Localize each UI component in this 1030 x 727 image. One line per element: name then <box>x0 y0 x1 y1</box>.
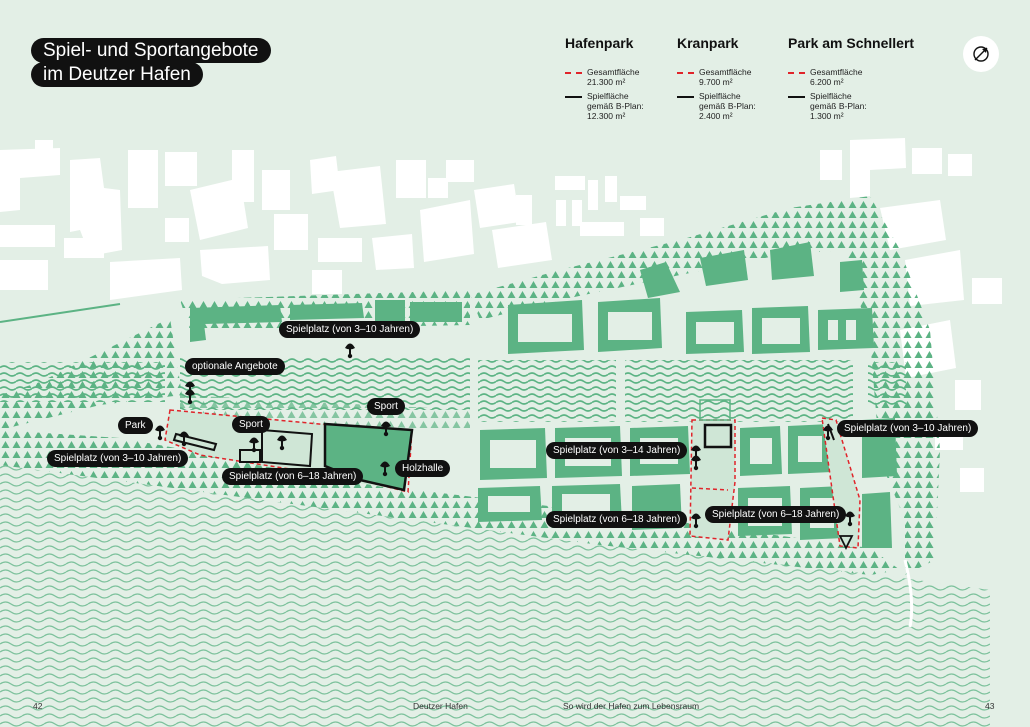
playground-marker-icon <box>277 435 287 451</box>
legend-schnellert-name: Park am Schnellert <box>788 35 915 51</box>
label-spielplatz-3-10-schnellert: Spielplatz (von 3–10 Jahren) <box>837 420 979 437</box>
label-spielplatz-6-18-kranpark: Spielplatz (von 6–18 Jahren) <box>546 511 688 528</box>
tree-rows <box>470 196 940 575</box>
legend-hafenpark-spiel-value: 12.300 m² <box>587 111 626 121</box>
label-spielplatz-3-10-hafen-north: Spielplatz (von 3–10 Jahren) <box>279 321 421 338</box>
playground-marker-icon <box>691 513 701 529</box>
label-optionale-angebote: optionale Angebote <box>185 358 285 375</box>
legend-kranpark-spiel-label-2: gemäß B-Plan: <box>699 101 756 111</box>
legend-hafenpark-spiel-label-1: Spielfläche <box>587 91 629 101</box>
page-number-left: 42 <box>33 701 43 711</box>
legend-hafenpark-spiel-label-2: gemäß B-Plan: <box>587 101 644 111</box>
green-field <box>478 360 616 422</box>
playground-marker-icon <box>380 461 390 477</box>
playground-marker-icon <box>155 425 165 441</box>
playground-marker-icon <box>691 455 701 471</box>
legend-kranpark-spiel-value: 2.400 m² <box>699 111 733 121</box>
label-spielplatz-6-18-schnellert: Spielplatz (von 6–18 Jahren) <box>705 506 847 523</box>
legend-schnellert-gesamt-label: Gesamtfläche <box>810 67 863 77</box>
legend-black-line <box>565 96 582 98</box>
green-field <box>625 360 853 422</box>
legend-red-dashed-line <box>788 72 805 74</box>
playground-marker-icon <box>185 389 195 405</box>
label-sport: Sport <box>232 416 270 433</box>
legend-red-dashed-line <box>565 72 582 74</box>
playground-marker-icon <box>179 431 189 447</box>
legend-hafenpark-gesamt-value: 21.300 m² <box>587 77 626 87</box>
footer-chapter: Deutzer Hafen <box>413 701 468 711</box>
legend-black-line <box>677 96 694 98</box>
playground-marker-icon <box>345 343 355 359</box>
title-line-2: im Deutzer Hafen <box>31 62 203 87</box>
legend-kranpark-spiel-label-1: Spielfläche <box>699 91 741 101</box>
label-spielplatz-3-14-kranpark: Spielplatz (von 3–14 Jahren) <box>546 442 688 459</box>
tree-rows <box>0 430 900 575</box>
legend-schnellert-spiel-label-2: gemäß B-Plan: <box>810 101 867 111</box>
playground-marker-icon <box>845 511 855 527</box>
label-spielplatz-6-18-hafen: Spielplatz (von 6–18 Jahren) <box>222 468 364 485</box>
title-line-1: Spiel- und Sportangebote <box>31 38 271 63</box>
legend-black-line <box>788 96 805 98</box>
legend-hafenpark-name: Hafenpark <box>565 35 634 51</box>
river-water <box>0 465 990 727</box>
legend-kranpark-gesamt-label: Gesamtfläche <box>699 67 752 77</box>
label-park: Park <box>118 417 153 434</box>
legend-schnellert-spiel-value: 1.300 m² <box>810 111 844 121</box>
legend-hafenpark-gesamt-label: Gesamtfläche <box>587 67 640 77</box>
page-number-right: 43 <box>985 701 995 711</box>
playground-marker-icon <box>249 437 259 453</box>
playground-marker-icon <box>823 425 833 441</box>
legend-red-dashed-line <box>677 72 694 74</box>
legend-schnellert-gesamt-value: 6.200 m² <box>810 77 844 87</box>
label-sport-holzhalle-area: Sport <box>367 398 405 415</box>
label-holzhalle: Holzhalle <box>395 460 451 477</box>
green-field <box>0 362 165 402</box>
green-field <box>868 362 906 406</box>
legend-kranpark-gesamt-value: 9.700 m² <box>699 77 733 87</box>
legend-schnellert-spiel-label-1: Spielfläche <box>810 91 852 101</box>
playground-markers <box>155 343 855 529</box>
playground-marker-icon <box>381 421 391 437</box>
river-water <box>0 465 990 727</box>
legend-kranpark-name: Kranpark <box>677 35 739 51</box>
city-buildings <box>0 138 1002 492</box>
label-spielplatz-3-10-hafen-west: Spielplatz (von 3–10 Jahren) <box>47 450 189 467</box>
compass-icon <box>963 36 999 72</box>
footer-subtitle: So wird der Hafen zum Lebensraum <box>563 701 700 711</box>
